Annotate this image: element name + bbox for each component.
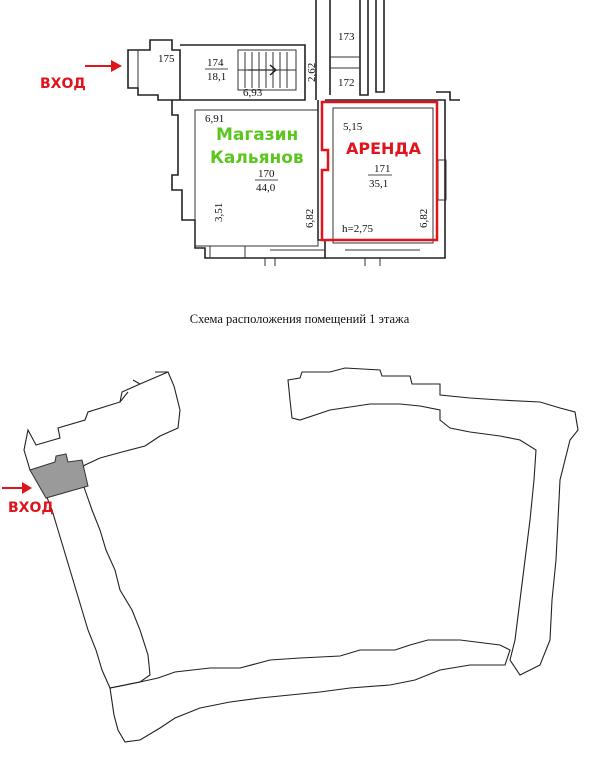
dim-682-shop: 6,82 — [304, 209, 316, 228]
dim-682-rent: 6,82 — [418, 209, 430, 228]
plan-caption: Схема расположения помещений 1 этажа — [189, 312, 410, 326]
room-174-number: 174 — [207, 57, 224, 69]
ceiling-height: h=2,75 — [342, 223, 373, 235]
dim-691: 6,91 — [205, 113, 224, 125]
building-outline-left — [23, 367, 579, 743]
site-entrance-label: ВХОД — [8, 500, 54, 516]
rent-highlight — [320, 100, 439, 242]
room-171-number: 171 — [374, 163, 391, 175]
dim-693: 6,93 — [243, 87, 263, 99]
room-170-area: 44,0 — [256, 182, 276, 194]
rent-label: АРЕНДА — [346, 139, 422, 158]
floor-plan: ВХОД 175 174 18,1 173 172 6,93 2,62 6,91… — [40, 0, 460, 266]
shop-name-line1: Магазин — [216, 125, 298, 145]
dim-515: 5,15 — [343, 121, 363, 133]
plan-walls — [127, 0, 460, 266]
room-175-number: 175 — [158, 53, 175, 65]
room-174-area: 18,1 — [207, 71, 226, 83]
room-173-number: 173 — [338, 31, 355, 43]
room-170-number: 170 — [258, 168, 275, 180]
room-171-area: 35,1 — [369, 178, 388, 190]
entrance-location-highlight — [29, 453, 89, 499]
entrance-label: ВХОД — [40, 76, 86, 92]
dim-351: 3,51 — [213, 203, 225, 222]
shop-name-line2: Кальянов — [210, 148, 304, 168]
dim-262: 2,62 — [306, 63, 318, 82]
entrance-arrow-icon — [85, 60, 122, 72]
room-172-number: 172 — [338, 77, 355, 89]
site-entrance-arrow-icon — [2, 482, 32, 494]
